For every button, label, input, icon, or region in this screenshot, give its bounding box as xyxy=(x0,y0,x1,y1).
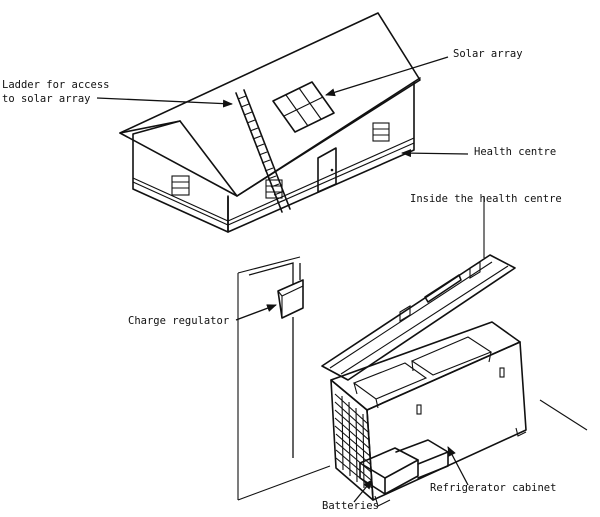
lid-handle xyxy=(424,274,462,303)
vent-grille xyxy=(334,393,373,489)
roof xyxy=(119,12,421,197)
plinth-band xyxy=(132,137,415,226)
batteries-arrow xyxy=(353,479,373,503)
compartment-right xyxy=(410,336,493,376)
wiring xyxy=(248,262,301,458)
house xyxy=(119,12,421,233)
fridge-front xyxy=(366,341,527,501)
inside-label: Inside the health centre xyxy=(410,193,562,205)
charge-regulator-label: Charge regulator xyxy=(128,315,230,327)
ladder-arrow xyxy=(96,97,233,108)
ladder-label-line2: to solar array xyxy=(2,93,91,105)
latch-right xyxy=(499,367,505,378)
solar-array-arrow xyxy=(325,56,449,97)
refrigerator-arrow xyxy=(447,446,469,486)
compartment-left xyxy=(352,362,428,409)
solar-array-label: Solar array xyxy=(453,48,523,60)
latch-left xyxy=(416,404,422,415)
fridge-top xyxy=(330,321,521,411)
refrigerator-label: Refrigerator cabinet xyxy=(430,482,557,494)
fridge-lid xyxy=(321,254,516,381)
ladder-label: Ladder for access xyxy=(2,79,110,91)
gable-window xyxy=(171,175,190,196)
fridge-side xyxy=(330,379,374,501)
door xyxy=(317,147,337,193)
wall-window-2 xyxy=(372,122,390,142)
health-centre-arrow xyxy=(401,149,469,158)
pointer-arrows xyxy=(96,56,469,503)
solar-array xyxy=(272,81,335,133)
ladder xyxy=(235,89,291,213)
batteries-label: Batteries xyxy=(322,500,379,512)
roof-eave xyxy=(236,77,421,197)
refrigerator xyxy=(321,254,527,507)
charge-regulator-box xyxy=(277,279,304,319)
health-centre-label: Health centre xyxy=(474,146,557,158)
room-walls xyxy=(237,196,588,501)
charge-regulator-arrow xyxy=(235,304,277,321)
